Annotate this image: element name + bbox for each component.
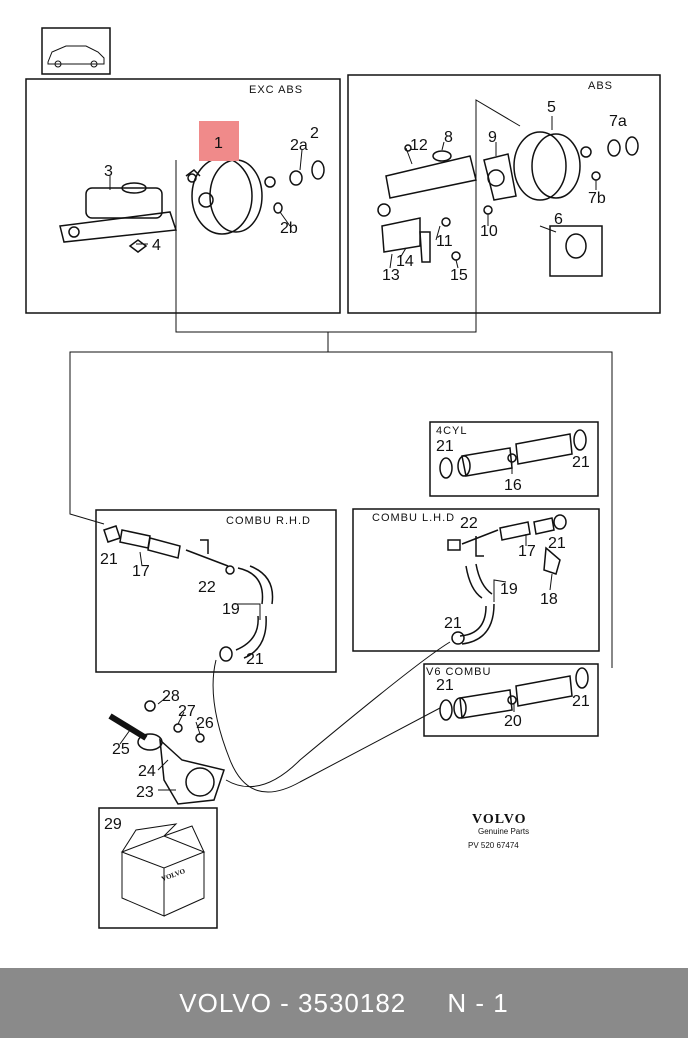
panel-4cyl — [429, 421, 599, 497]
callout-1: 1 — [214, 135, 223, 152]
callout-2a: 2a — [290, 137, 308, 154]
callout-11: 11 — [436, 233, 453, 250]
part-number-caption: VOLVO - 3530182 N - 1 — [179, 987, 509, 1018]
callout-16: 16 — [504, 477, 522, 494]
callout-24: 24 — [138, 763, 156, 780]
callout-6: 6 — [554, 211, 563, 228]
panel-combu-rhd — [95, 509, 337, 673]
callout-12: 12 — [410, 137, 428, 154]
callout-21-v6-left: 21 — [436, 677, 454, 694]
callout-17-lhd: 17 — [518, 543, 536, 560]
callout-9: 9 — [488, 129, 497, 146]
label-v6-combu: V6 COMBU — [426, 666, 491, 678]
callout-21-lhd-bottom: 21 — [444, 615, 462, 632]
kit-box — [120, 823, 206, 917]
brand-sub: Genuine Parts — [478, 827, 529, 836]
car-thumbnail — [41, 27, 111, 75]
callout-2: 2 — [310, 125, 319, 142]
callout-15: 15 — [450, 267, 468, 284]
callout-19-rhd: 19 — [222, 601, 240, 618]
hoses-4cyl — [439, 429, 587, 479]
callout-23: 23 — [136, 784, 154, 801]
callout-21-v6-right: 21 — [572, 693, 590, 710]
callout-25: 25 — [112, 741, 130, 758]
hoses-rhd — [103, 525, 274, 662]
vacuum-lines — [212, 641, 451, 793]
callout-21-4cyl-right: 21 — [572, 454, 590, 471]
callout-22-rhd: 22 — [198, 579, 216, 596]
panel-v6-combu — [423, 663, 599, 737]
brand-logo: VOLVO — [472, 812, 527, 827]
callout-18: 18 — [540, 591, 558, 608]
footer-bar: VOLVO - 3530182 N - 1 — [0, 968, 688, 1038]
hoses-v6 — [439, 667, 589, 721]
parts-diagram: EXC ABS ABS 4CYL COMBU R.H.D COMBU L.H.D… — [25, 27, 661, 929]
callout-10: 10 — [480, 223, 498, 240]
panel-combu-lhd — [352, 508, 600, 652]
brake-booster-left — [185, 157, 325, 235]
callout-5: 5 — [547, 99, 556, 116]
callout-22-lhd: 22 — [460, 515, 478, 532]
label-exc-abs: EXC ABS — [249, 84, 303, 96]
callout-17-rhd: 17 — [132, 563, 150, 580]
abs-booster — [483, 131, 639, 277]
callout-26: 26 — [196, 715, 214, 732]
callout-7b: 7b — [588, 190, 606, 207]
vacuum-pump — [108, 700, 225, 805]
label-abs: ABS — [588, 80, 613, 92]
panel-exc-abs — [25, 78, 341, 314]
label-combu-lhd: COMBU L.H.D — [372, 512, 455, 524]
callout-21-lhd-right: 21 — [548, 535, 566, 552]
callout-3: 3 — [104, 163, 113, 180]
callout-27: 27 — [178, 703, 196, 720]
callout-28: 28 — [162, 688, 180, 705]
panel-abs — [347, 74, 661, 314]
hoses-lhd — [447, 514, 567, 645]
connector-lines — [69, 99, 613, 668]
highlight-part-1 — [199, 121, 239, 161]
callout-2b: 2b — [280, 220, 298, 237]
label-combu-rhd: COMBU R.H.D — [226, 515, 311, 527]
callout-4: 4 — [152, 237, 161, 254]
callout-13: 13 — [382, 267, 400, 284]
callout-leaders — [109, 116, 597, 791]
callout-8: 8 — [444, 129, 453, 146]
callout-14: 14 — [396, 253, 414, 270]
panel-kit — [98, 807, 218, 929]
abs-master-cylinder — [377, 144, 477, 263]
callout-29: 29 — [104, 816, 122, 833]
callout-20: 20 — [504, 713, 522, 730]
callout-7a: 7a — [609, 113, 627, 130]
callout-19-lhd: 19 — [500, 581, 518, 598]
callout-21-rhd-bottom: 21 — [246, 651, 264, 668]
label-4cyl: 4CYL — [436, 425, 468, 437]
callout-21-4cyl-left: 21 — [436, 438, 454, 455]
callout-21-rhd-left: 21 — [100, 551, 118, 568]
brand-code: PV 520 67474 — [468, 841, 519, 850]
